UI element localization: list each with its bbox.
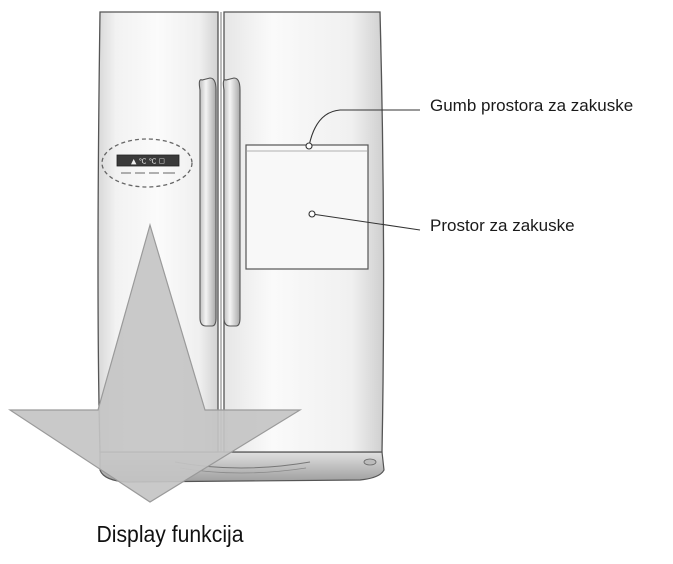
callout-snack-space: [308, 210, 421, 231]
snack-button-label: Gumb prostora za zakuske: [430, 96, 634, 115]
snack-space-label: Prostor za zakuske: [430, 216, 575, 235]
display-readout: ▲ ℃ ℃ ☐: [131, 158, 165, 166]
snack-space-panel: [245, 144, 369, 270]
snack-button-marker: [305, 142, 313, 150]
down-arrow-icon: [7, 222, 303, 503]
callout-snack-button: [305, 109, 420, 150]
snack-space-marker: [308, 210, 316, 218]
display-panel: ▲ ℃ ℃ ☐: [101, 138, 193, 188]
door-handles: [198, 77, 241, 327]
display-caption: Display funkcija: [96, 521, 244, 547]
